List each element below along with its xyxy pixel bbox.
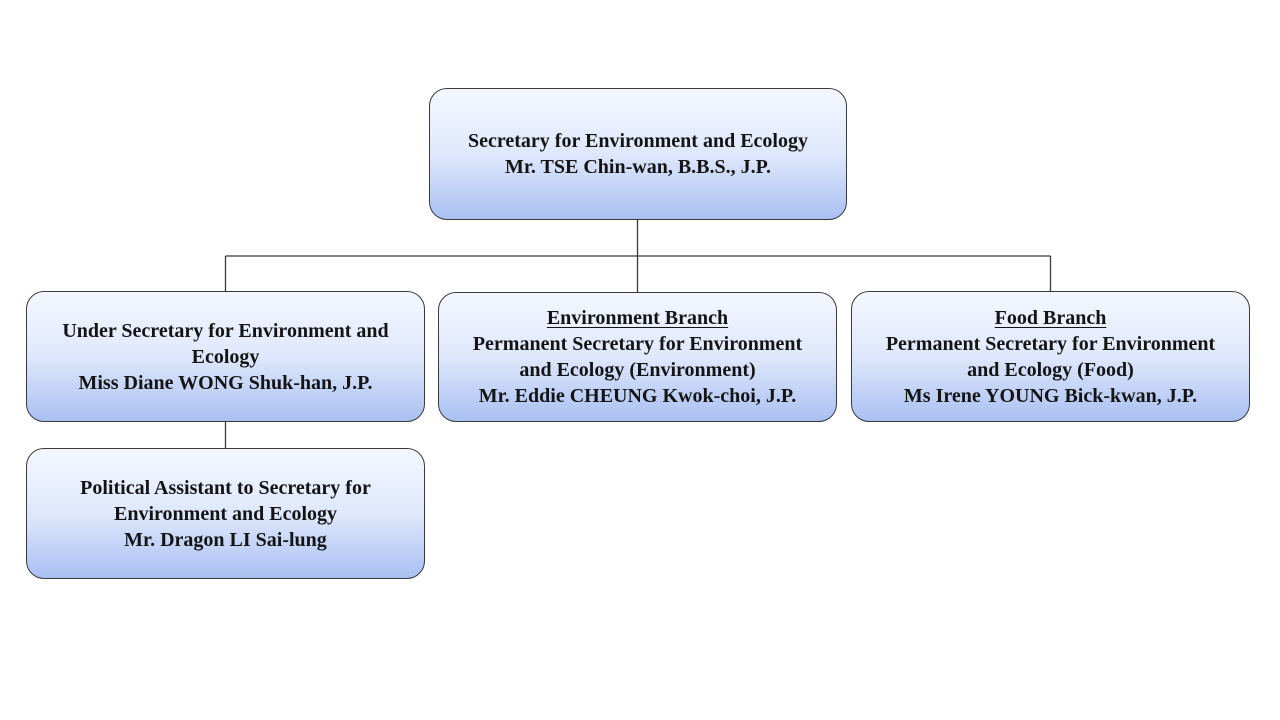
- under-secretary-title-line2: Ecology: [191, 345, 260, 368]
- secretary-box: Secretary for Environment and Ecology Mr…: [429, 88, 847, 220]
- political-assistant-title-line2: Environment and Ecology: [114, 502, 337, 525]
- food-branch-title-line1: Permanent Secretary for Environment: [885, 332, 1216, 355]
- environment-branch-title-line2: and Ecology (Environment): [519, 359, 756, 381]
- food-branch-title-line2: and Ecology (Food): [967, 358, 1134, 381]
- food-branch-box: Food Branch Permanent Secretary for Envi…: [851, 291, 1250, 422]
- food-branch-name: Ms Irene YOUNG Bick-kwan, J.P.: [903, 384, 1198, 407]
- secretary-name: Mr. TSE Chin-wan, B.B.S., J.P.: [504, 156, 771, 178]
- environment-branch-heading: Environment Branch: [546, 307, 729, 329]
- environment-branch-name: Mr. Eddie CHEUNG Kwok-choi, J.P.: [478, 385, 797, 407]
- environment-branch-box: Environment Branch Permanent Secretary f…: [438, 292, 837, 422]
- under-secretary-title-line1: Under Secretary for Environment and: [62, 319, 389, 342]
- political-assistant-box: Political Assistant to Secretary for Env…: [26, 448, 425, 579]
- environment-branch-title-line1: Permanent Secretary for Environment: [472, 333, 803, 355]
- under-secretary-box: Under Secretary for Environment and Ecol…: [26, 291, 425, 422]
- political-assistant-title-line1: Political Assistant to Secretary for: [80, 476, 371, 499]
- political-assistant-name: Mr. Dragon LI Sai-lung: [124, 528, 327, 551]
- under-secretary-name: Miss Diane WONG Shuk-han, J.P.: [78, 371, 373, 394]
- food-branch-heading: Food Branch: [994, 306, 1107, 329]
- secretary-title: Secretary for Environment and Ecology: [468, 130, 808, 152]
